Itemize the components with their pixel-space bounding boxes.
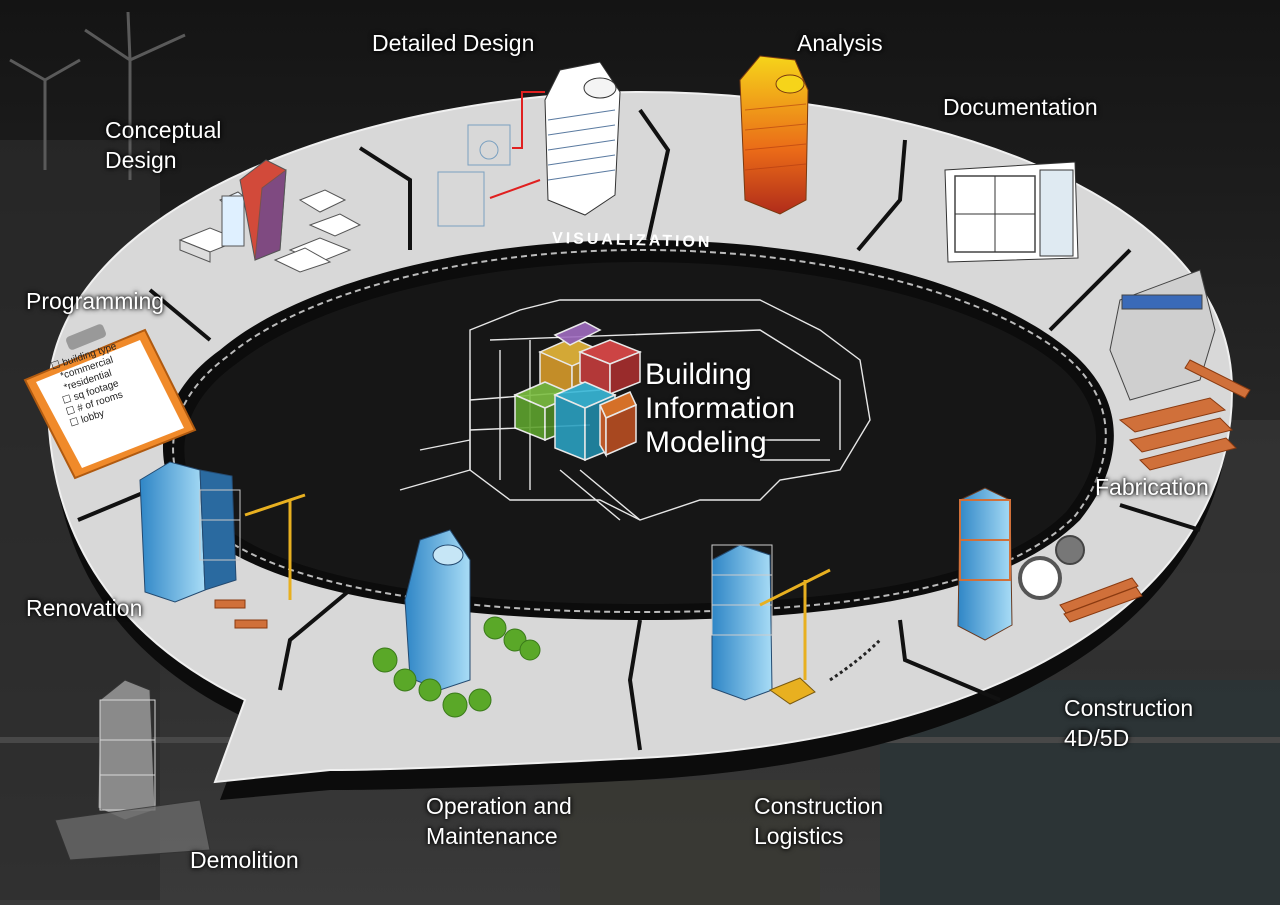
stage-label-detailed-design: Detailed Design bbox=[372, 29, 534, 59]
stage-label-line: Detailed Design bbox=[372, 30, 535, 56]
stage-label-construction-logistics: Construction Logistics bbox=[754, 792, 883, 852]
stage-label-line: Construction bbox=[754, 793, 884, 819]
center-title-line: Modeling bbox=[645, 426, 767, 459]
stage-label-conceptual-design: Conceptual Design bbox=[105, 116, 221, 176]
stage-label-line: Documentation bbox=[943, 94, 1098, 120]
stage-label-line: Analysis bbox=[797, 30, 883, 56]
stage-label-fabrication: Fabrication bbox=[1095, 473, 1209, 503]
stage-label-line: Renovation bbox=[26, 595, 143, 621]
stage-label-line: Logistics bbox=[754, 822, 844, 849]
fabrication-machine bbox=[1109, 269, 1251, 471]
programming-clipboard bbox=[23, 324, 197, 480]
construction-logistics-tower-crane bbox=[711, 544, 882, 705]
detailed-design-tower bbox=[437, 61, 621, 227]
stage-label-line: Fabrication bbox=[1095, 474, 1209, 500]
analysis-heatmap-tower bbox=[739, 55, 809, 215]
stage-label-line: Design bbox=[105, 146, 177, 173]
center-title-line: Building bbox=[645, 358, 752, 391]
center-wireframe-building bbox=[399, 299, 871, 521]
stage-label-line: Programming bbox=[26, 288, 165, 314]
documentation-floor-plan bbox=[944, 161, 1079, 263]
stage-label-renovation: Renovation bbox=[26, 594, 142, 624]
demolition-tower-debris bbox=[54, 679, 211, 861]
bim-cube-logo bbox=[513, 321, 643, 462]
conceptual-design-massing-model bbox=[178, 159, 362, 273]
construction-4d5d-tower-clock bbox=[957, 487, 1143, 641]
stage-label-documentation: Documentation bbox=[943, 93, 1098, 123]
renovation-tower-with-crane bbox=[139, 461, 306, 629]
stage-label-line: Construction bbox=[1064, 695, 1194, 721]
stage-label-operation-and-maintenance: Operation and Maintenance bbox=[426, 792, 572, 852]
lifecycle-ring bbox=[46, 90, 1234, 800]
stage-label-line: Demolition bbox=[190, 847, 299, 873]
wind-turbine bbox=[9, 11, 186, 180]
ring-segment-dividers bbox=[77, 108, 1201, 751]
center-title: Building Information Modeling bbox=[645, 358, 795, 460]
stage-label-analysis: Analysis bbox=[797, 29, 883, 59]
stage-label-line: 4D/5D bbox=[1064, 724, 1130, 751]
stage-label-line: Operation and bbox=[426, 793, 572, 819]
operation-tower-with-trees bbox=[372, 529, 541, 718]
center-title-line: Information bbox=[645, 392, 796, 425]
stage-label-line: Conceptual bbox=[105, 117, 222, 143]
stage-label-line: Maintenance bbox=[426, 822, 558, 849]
stage-label-demolition: Demolition bbox=[190, 846, 299, 876]
stage-label-construction-4d5d: Construction 4D/5D bbox=[1064, 694, 1193, 754]
stage-label-programming: Programming bbox=[26, 287, 164, 317]
